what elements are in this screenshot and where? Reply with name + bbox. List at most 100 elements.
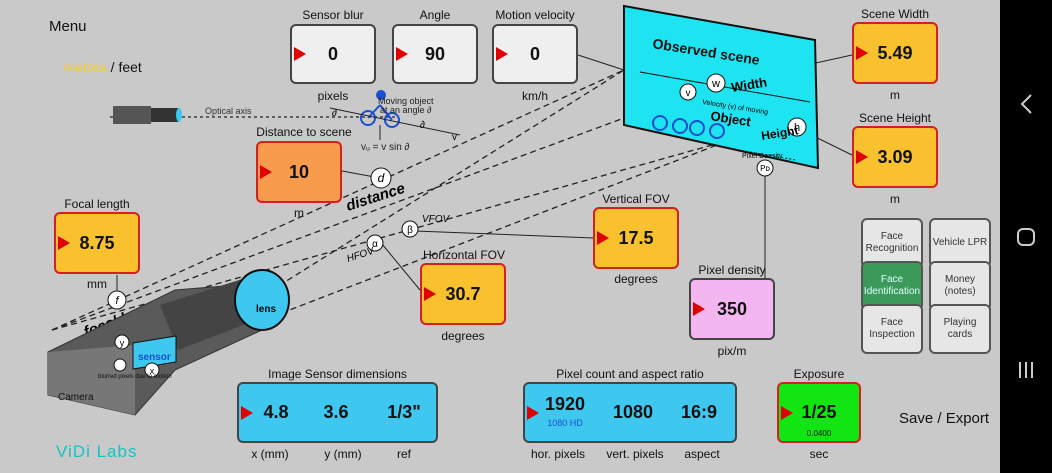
vertical-fov-title: Vertical FOV xyxy=(602,192,670,206)
preset-face-identification[interactable]: Face Identification xyxy=(861,261,923,311)
vert-pixels-value: 1080 xyxy=(612,402,654,422)
back-icon[interactable] xyxy=(1010,88,1042,120)
play-icon xyxy=(527,405,539,420)
svg-text:x: x xyxy=(150,366,155,376)
units-feet[interactable]: feet xyxy=(118,59,142,75)
play-icon xyxy=(693,302,705,316)
svg-text:lens: lens xyxy=(256,304,276,315)
exposure-field[interactable]: 1/25 0.0400 xyxy=(777,382,861,443)
sensor-blur-field[interactable]: 0 xyxy=(290,24,376,84)
angle-title: Angle xyxy=(419,8,451,22)
svg-text:VFOV: VFOV xyxy=(422,214,451,225)
save-export-button[interactable]: Save / Export xyxy=(899,410,990,427)
home-icon[interactable] xyxy=(1010,221,1042,253)
svg-text:Camera: Camera xyxy=(58,392,94,403)
distance-unit: m xyxy=(294,206,304,220)
sensor-blur-title: Sensor blur xyxy=(302,8,364,22)
image-sensor-title: Image Sensor dimensions xyxy=(268,367,407,381)
scene-height-title: Scene Height xyxy=(858,111,932,125)
svg-text:vᵤ = v sin ∂: vᵤ = v sin ∂ xyxy=(361,142,410,153)
brand-logo: ViDi Labs xyxy=(56,442,138,461)
hor-pixels-label: hor. pixels xyxy=(530,447,586,461)
recent-apps-icon[interactable] xyxy=(1010,354,1042,386)
scene-height-field[interactable]: 3.09 xyxy=(852,126,938,188)
horizontal-fov-unit: degrees xyxy=(441,329,485,343)
menu-button[interactable]: Menu xyxy=(49,18,87,35)
scene-width-field[interactable]: 5.49 xyxy=(852,22,938,84)
motion-velocity-field[interactable]: 0 xyxy=(492,24,578,84)
play-icon xyxy=(396,47,408,61)
scene-height-unit: m xyxy=(890,192,900,206)
pixel-count-field[interactable]: 1920 1080 HD 1080 16:9 xyxy=(523,382,737,443)
sensor-ref-label: ref xyxy=(396,447,411,461)
horizontal-fov-field[interactable]: 30.7 xyxy=(420,263,506,325)
svg-text:Pᴅ: Pᴅ xyxy=(760,164,770,173)
svg-text:∂: ∂ xyxy=(420,120,425,131)
preset-playing-cards[interactable]: Playing cards xyxy=(929,304,991,354)
pixel-density-title: Pixel density xyxy=(698,263,766,277)
preset-face-inspection[interactable]: Face Inspection xyxy=(861,304,923,354)
sensor-blur-unit: pixels xyxy=(317,89,349,103)
exposure-title: Exposure xyxy=(793,367,845,381)
cyclist-icon xyxy=(360,90,400,128)
svg-text:h: h xyxy=(794,122,800,134)
image-sensor-field[interactable]: 4.8 3.6 1/3" xyxy=(237,382,438,443)
distance-field[interactable]: 10 xyxy=(256,141,342,203)
sensor-y-label: y (mm) xyxy=(324,447,362,461)
play-icon xyxy=(58,236,70,250)
svg-text:f: f xyxy=(115,295,119,307)
sensor-icon xyxy=(132,335,177,370)
scene-width-title: Scene Width xyxy=(860,7,930,21)
play-icon xyxy=(856,150,868,164)
play-icon xyxy=(597,231,609,245)
vertical-fov-unit: degrees xyxy=(614,272,658,286)
motion-velocity-title: Motion velocity xyxy=(495,8,575,22)
units-metres[interactable]: metres xyxy=(64,59,107,75)
svg-text:α: α xyxy=(372,239,378,250)
pixel-density-unit: pix/m xyxy=(717,344,747,358)
svg-text:d: d xyxy=(378,171,385,185)
exposure-sub: 0.0400 xyxy=(806,429,832,438)
svg-text:sensor: sensor xyxy=(138,352,171,363)
svg-text:at an angle ∂: at an angle ∂ xyxy=(380,105,432,115)
distance-title: Distance to scene xyxy=(256,125,352,139)
svg-text:Width: Width xyxy=(730,75,768,95)
play-icon xyxy=(856,46,868,60)
play-icon xyxy=(294,47,306,61)
diagram-canvas: Observed scene w Width v Velocity (v) of… xyxy=(47,4,853,416)
sensor-ref-value: 1/3" xyxy=(387,402,421,422)
play-icon xyxy=(424,287,436,301)
svg-text:Height: Height xyxy=(760,123,799,143)
sensor-x-value: 4.8 xyxy=(263,402,289,422)
exposure-unit: sec xyxy=(809,447,829,461)
pixel-density-field[interactable]: 350 xyxy=(689,278,775,340)
aspect-label: aspect xyxy=(684,447,720,461)
hor-pixels-value: 1920 xyxy=(544,394,586,414)
units-toggle[interactable]: metres / feet xyxy=(64,59,142,75)
system-navbar xyxy=(1000,0,1052,473)
play-icon xyxy=(781,405,793,420)
focal-length-title: Focal length xyxy=(64,197,130,211)
focal-length-field[interactable]: 8.75 xyxy=(54,212,140,274)
focal-length-unit: mm xyxy=(87,277,107,291)
motion-velocity-unit: km/h xyxy=(521,89,548,103)
lens-icon xyxy=(234,269,290,331)
svg-text:v: v xyxy=(686,88,691,99)
play-icon xyxy=(241,405,253,420)
sensor-x-label: x (mm) xyxy=(251,447,289,461)
app-screen: Observed scene w Width v Velocity (v) of… xyxy=(0,0,1000,473)
play-icon xyxy=(496,47,508,61)
svg-text:β: β xyxy=(407,225,413,236)
angle-field[interactable]: 90 xyxy=(392,24,478,84)
small-camera-icon xyxy=(113,106,151,124)
svg-text:v: v xyxy=(452,132,457,143)
svg-text:HFOV: HFOV xyxy=(346,245,377,264)
horizontal-fov-title: Horizontal FOV xyxy=(422,248,506,262)
hor-pixels-sub: 1080 HD xyxy=(547,418,583,428)
scene-width-unit: m xyxy=(890,88,900,102)
vert-pixels-label: vert. pixels xyxy=(606,447,664,461)
svg-text:Moving object: Moving object xyxy=(378,96,434,106)
vertical-fov-field[interactable]: 17.5 xyxy=(593,207,679,269)
svg-text:blurred pixels due to motion: blurred pixels due to motion xyxy=(98,374,172,380)
aspect-value: 16:9 xyxy=(680,402,718,422)
